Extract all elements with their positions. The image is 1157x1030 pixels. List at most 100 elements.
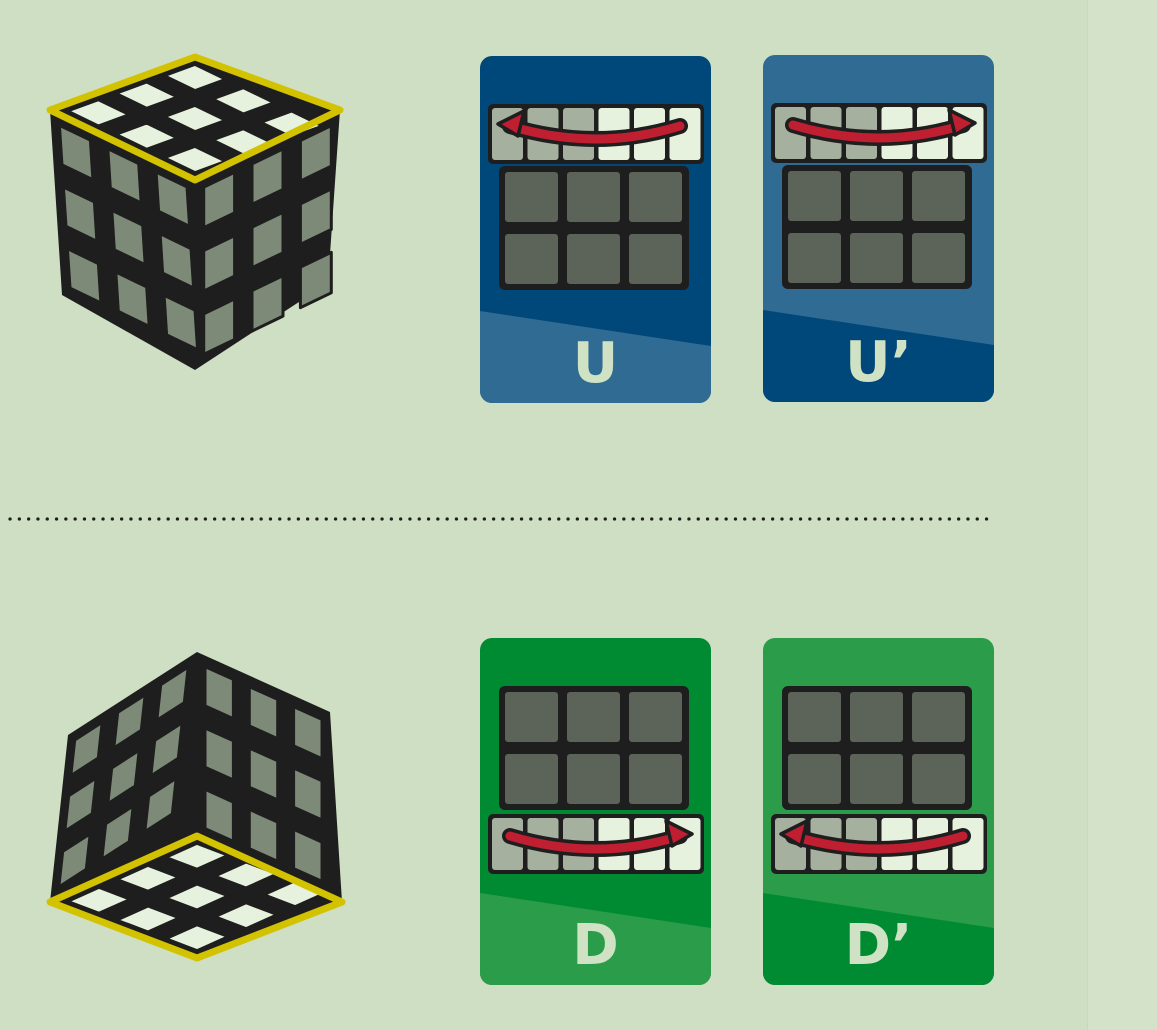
cube-right-face-sticker <box>247 746 280 802</box>
cube-right-face-sticker <box>250 274 285 333</box>
cube-left-face-sticker <box>57 832 92 889</box>
move-label-d: D <box>572 913 619 978</box>
cube-top-face-highlight-icon <box>46 53 344 370</box>
move-label-u: U <box>572 331 619 396</box>
grid-tile <box>565 752 622 806</box>
cube-left-face-sticker <box>61 185 99 243</box>
cube-top-face-sticker <box>162 103 228 134</box>
cube-right-face-sticker <box>298 250 333 310</box>
arrow-left-icon <box>779 819 809 848</box>
cube-right-face-sticker <box>298 124 333 183</box>
arrow-right-icon <box>947 108 977 137</box>
cube-bottom-face-sticker <box>164 841 230 871</box>
arrow-shaft <box>505 831 685 854</box>
dotted-separator <box>8 517 994 521</box>
cube-left-face-sticker <box>149 721 184 778</box>
cube-right-face-sticker <box>202 234 237 293</box>
side-panel <box>1087 0 1157 1030</box>
cube-right-face-sticker <box>298 187 333 246</box>
grid-tile <box>786 169 843 223</box>
grid-tile <box>627 690 684 744</box>
cube-right-face-sticker <box>250 147 285 206</box>
cube-left-face-sticker <box>114 270 151 328</box>
grid-tile <box>910 752 967 806</box>
cube-bottom-face-sticker <box>164 882 230 912</box>
grid-tile <box>848 231 905 285</box>
grid-tile <box>627 752 684 806</box>
cube-left-face-sticker <box>63 776 98 833</box>
cube-left-face-sticker <box>65 247 103 305</box>
card-footer <box>763 893 994 985</box>
cube-bottom-face-sticker <box>115 863 181 893</box>
arrow-left-icon <box>496 109 526 138</box>
cube-left-face-sticker <box>112 693 147 750</box>
move-card-u-prime[interactable]: U’ <box>763 55 994 402</box>
card-footer <box>480 311 711 403</box>
grid-tile <box>503 170 560 224</box>
cube-right-face-sticker <box>292 827 324 883</box>
grid-tile <box>786 690 843 744</box>
move-card-d-prime[interactable]: D’ <box>763 638 994 985</box>
cube-left-face-sticker <box>154 170 192 228</box>
cube-bottom-face-sticker <box>164 923 230 953</box>
move-label-d-prime: D’ <box>844 913 913 978</box>
cube-left-face-sticker <box>106 748 141 806</box>
grid-tile <box>786 752 843 806</box>
cube-top-face-sticker <box>259 109 325 139</box>
cube-right-face-sticker <box>292 705 324 761</box>
cube-top-face-sticker <box>65 98 131 128</box>
grid-tile <box>627 170 684 224</box>
cube-left-face-sticker <box>162 293 200 352</box>
cube-right-face-sticker <box>203 665 235 721</box>
arrow-right-icon <box>664 819 694 848</box>
grid-tile <box>848 690 905 744</box>
grid-tile <box>910 231 967 285</box>
card-footer <box>763 310 994 402</box>
cube-left-face-sticker <box>110 208 147 267</box>
arrow-shaft <box>788 831 968 854</box>
cube-top-face-sticker <box>210 86 276 116</box>
grid-tile <box>503 690 560 744</box>
arrow-shaft <box>788 120 968 143</box>
cube-bottom-face-highlight-icon <box>46 652 346 962</box>
cube-right-face-sticker <box>292 766 324 822</box>
grid-tile <box>503 752 560 806</box>
card-footer <box>480 893 711 985</box>
grid-tile <box>565 170 622 224</box>
grid-tile <box>786 231 843 285</box>
cube-left-face-sticker <box>57 123 95 182</box>
move-card-d[interactable]: D <box>480 638 711 985</box>
cube-left-face-sticker <box>100 804 135 861</box>
cube-left-face-sticker <box>143 776 178 834</box>
cube-top-face-sticker <box>114 80 180 110</box>
cube-right-face-sticker <box>202 170 237 230</box>
cube-top-face-sticker <box>114 121 180 151</box>
cube-top-face-sticker <box>162 62 228 93</box>
cube-right-face-sticker <box>203 787 235 843</box>
arrow-shaft <box>505 121 685 144</box>
cube-bottom-face-sticker <box>115 904 181 934</box>
cube-right-face-sticker <box>250 210 285 270</box>
grid-tile <box>910 690 967 744</box>
grid-tile <box>565 232 622 286</box>
grid-tile <box>848 169 905 223</box>
cube-left-face-sticker <box>69 720 104 778</box>
cube-right-face-sticker <box>202 297 237 356</box>
move-label-u-prime: U’ <box>845 330 912 395</box>
cube-left-face-sticker <box>106 147 143 205</box>
cube-right-face-sticker <box>203 726 235 782</box>
grid-tile <box>848 752 905 806</box>
highlight-ring <box>46 832 346 962</box>
cube-right-face-sticker <box>247 685 280 741</box>
cube-right-face-sticker <box>247 807 280 863</box>
grid-tile <box>565 690 622 744</box>
grid-tile <box>627 232 684 286</box>
cube-left-face-sticker <box>158 232 196 290</box>
cube-bottom-face-sticker <box>213 901 279 931</box>
move-card-u[interactable]: U <box>480 56 711 403</box>
cube-bottom-face-sticker <box>66 885 132 915</box>
cube-left-face-sticker <box>155 665 190 722</box>
grid-tile <box>503 232 560 286</box>
highlight-ring <box>46 53 344 184</box>
